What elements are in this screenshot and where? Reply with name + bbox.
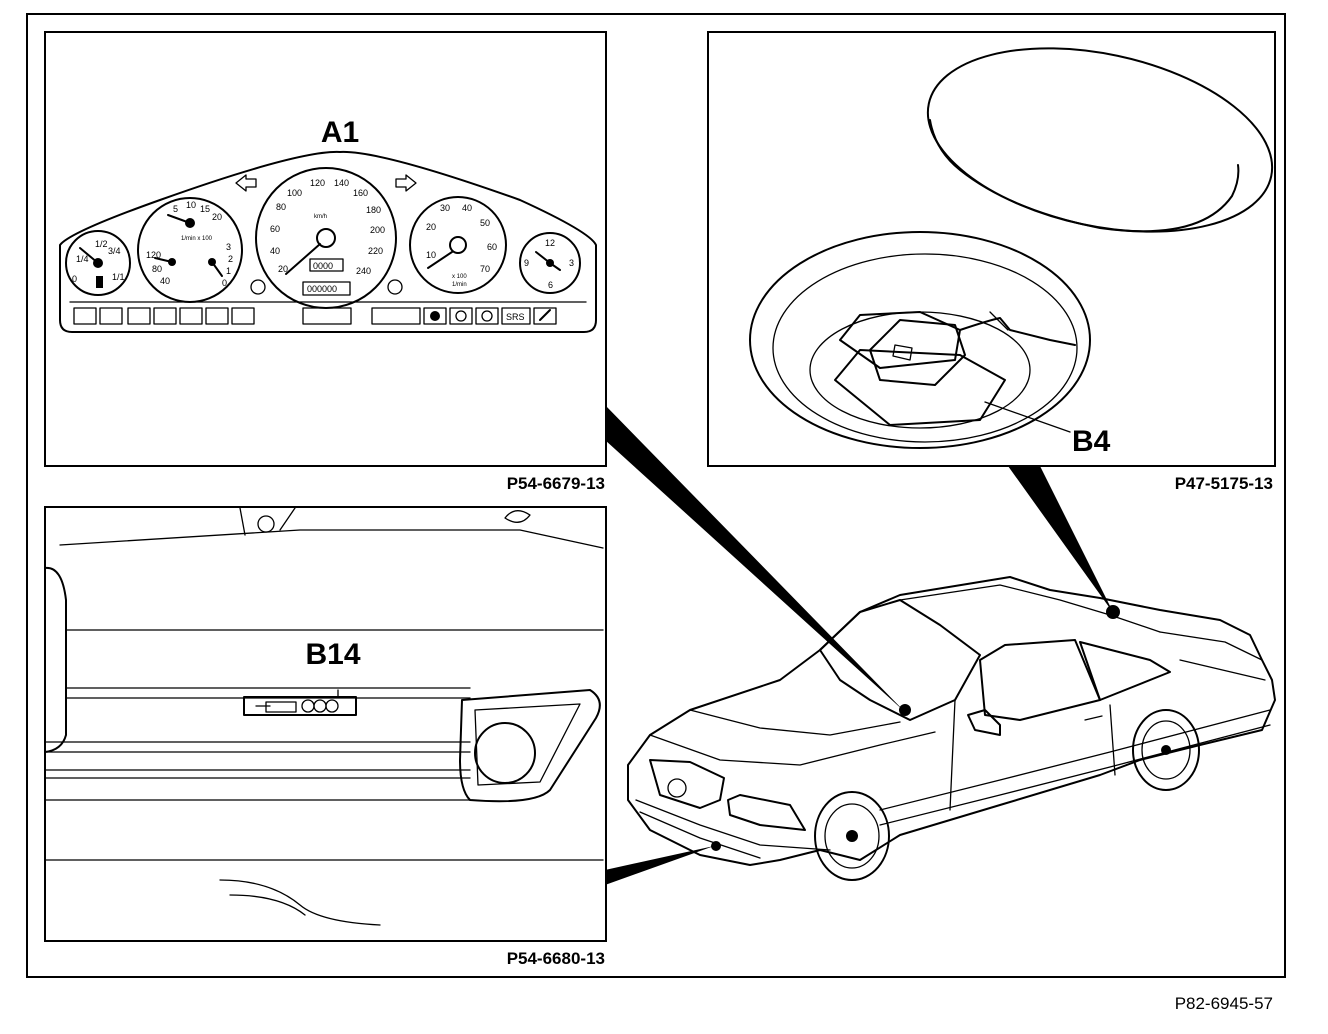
svg-text:15: 15 — [200, 204, 210, 214]
svg-text:160: 160 — [353, 188, 368, 198]
clock: 12 3 6 9 — [519, 232, 581, 294]
label-b4: B4 — [1072, 425, 1111, 458]
svg-text:x 100: x 100 — [452, 274, 467, 280]
svg-text:180: 180 — [366, 205, 381, 215]
svg-text:3: 3 — [226, 242, 231, 252]
rear-wheel — [1132, 709, 1200, 791]
svg-text:30: 30 — [440, 203, 450, 213]
callout-b14 — [605, 846, 714, 885]
code-b4: P47-5175-13 — [1175, 474, 1273, 493]
svg-text:3: 3 — [569, 258, 574, 268]
svg-text:9: 9 — [524, 258, 529, 268]
svg-text:40: 40 — [270, 246, 280, 256]
svg-text:80: 80 — [276, 202, 286, 212]
srs-indicator: SRS — [506, 312, 525, 322]
rear-wheel-hub-icon — [1161, 745, 1171, 755]
svg-text:40: 40 — [160, 276, 170, 286]
front-wheel-hub-icon — [846, 830, 858, 842]
panel-trunk-sensor: B4 P47-5175-13 — [707, 31, 1276, 493]
trip-readout: 000000 — [307, 284, 337, 294]
svg-text:20: 20 — [426, 222, 436, 232]
svg-text:220: 220 — [368, 246, 383, 256]
panel-bumper-sensor: B14 P54-6680-13 — [44, 506, 607, 968]
svg-text:50: 50 — [480, 218, 490, 228]
odometer-readout: 0000 — [313, 261, 333, 271]
mercedes-star-icon — [667, 778, 687, 798]
svg-text:km/h: km/h — [314, 214, 327, 220]
right-gauge: 30 40 50 20 60 10 70 x 100 1/min — [409, 196, 507, 294]
code-a1: P54-6679-13 — [507, 474, 605, 493]
figure-code: P82-6945-57 — [1175, 994, 1273, 1013]
svg-text:60: 60 — [487, 242, 497, 252]
front-wheel — [814, 791, 890, 881]
svg-text:120: 120 — [146, 250, 161, 260]
svg-text:2: 2 — [228, 254, 233, 264]
code-b14: P54-6680-13 — [507, 949, 605, 968]
svg-text:1/2: 1/2 — [95, 239, 108, 249]
svg-text:140: 140 — [334, 178, 349, 188]
temperature-sensor-b14 — [243, 696, 357, 716]
svg-text:0: 0 — [72, 274, 77, 284]
svg-text:100: 100 — [287, 188, 302, 198]
car-illustration — [627, 576, 1276, 881]
svg-text:200: 200 — [370, 225, 385, 235]
svg-text:1/1: 1/1 — [112, 272, 125, 282]
level-sensor-b4 — [869, 319, 966, 386]
svg-text:240: 240 — [356, 266, 371, 276]
svg-text:70: 70 — [480, 264, 490, 274]
label-b14: B14 — [305, 638, 360, 671]
callout-b4 — [1008, 466, 1114, 614]
right-turn-arrow-icon — [395, 174, 417, 192]
svg-text:0: 0 — [222, 278, 227, 288]
svg-text:1/min: 1/min — [452, 282, 467, 288]
svg-text:10: 10 — [186, 200, 196, 210]
svg-text:40: 40 — [462, 203, 472, 213]
svg-text:12: 12 — [545, 238, 555, 248]
svg-text:3/4: 3/4 — [108, 246, 121, 256]
svg-text:5: 5 — [173, 204, 178, 214]
warning-lamp-row: SRS — [73, 307, 557, 325]
svg-text:10: 10 — [426, 250, 436, 260]
left-turn-arrow-icon — [235, 174, 257, 192]
callout-a1 — [605, 405, 905, 712]
svg-text:20: 20 — [278, 264, 288, 274]
left-combination-gauge: 5 10 15 20 1/min x 100 120 80 40 3 2 1 0 — [137, 197, 243, 303]
svg-text:120: 120 — [310, 178, 325, 188]
spare-wheel-well — [749, 231, 1091, 449]
fog-lamp — [474, 722, 536, 784]
svg-text:6: 6 — [548, 280, 553, 290]
svg-text:1: 1 — [226, 266, 231, 276]
panel-instrument-cluster: A1 1/2 3/4 1/4 1/1 0 5 10 15 20 — [44, 31, 607, 493]
svg-text:80: 80 — [152, 264, 162, 274]
svg-text:1/4: 1/4 — [76, 254, 89, 264]
fuel-pump-icon — [96, 276, 103, 288]
label-a1: A1 — [321, 116, 359, 149]
svg-text:60: 60 — [270, 224, 280, 234]
fuel-gauge: 1/2 3/4 1/4 1/1 0 — [65, 230, 131, 296]
svg-text:1/min x 100: 1/min x 100 — [181, 236, 213, 242]
svg-text:20: 20 — [212, 212, 222, 222]
